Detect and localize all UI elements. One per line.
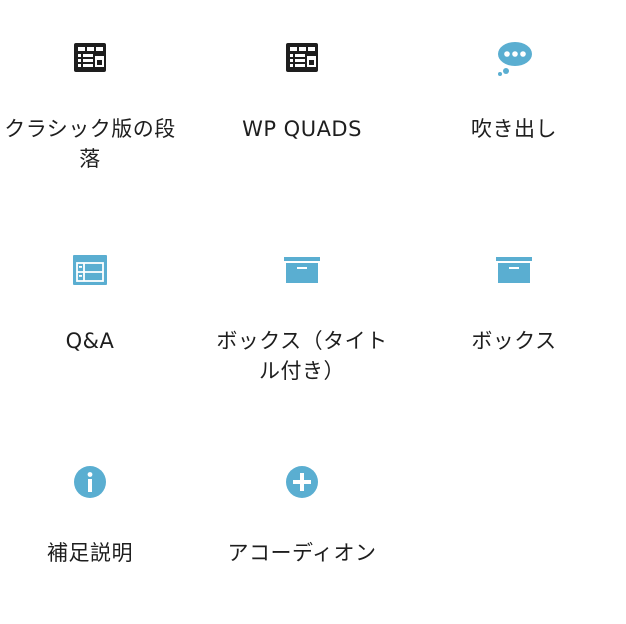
block-supplement[interactable]: 補足説明: [0, 424, 180, 624]
block-label: 補足説明: [47, 541, 133, 565]
block-box[interactable]: ボックス: [424, 212, 604, 412]
block-speech-balloon[interactable]: 吹き出し: [424, 0, 604, 200]
block-label: ボックス: [471, 329, 557, 353]
block-label: WP QUADS: [242, 117, 362, 141]
block-label: アコーディオン: [227, 541, 377, 565]
block-label: Q&A: [65, 329, 115, 353]
block-classic-paragraph[interactable]: クラシック版の段落: [0, 0, 180, 200]
info-icon: [72, 464, 108, 500]
box-icon: [284, 252, 320, 288]
block-qa[interactable]: Q&A: [0, 212, 180, 412]
block-box-with-title[interactable]: ボックス（タイトル付き）: [212, 212, 392, 412]
qa-list-icon: [72, 252, 108, 288]
block-label: 吹き出し: [471, 117, 557, 141]
block-label: クラシック版の段落: [4, 117, 176, 171]
classic-table-icon: [72, 40, 108, 76]
plus-circle-icon: [284, 464, 320, 500]
classic-table-icon: [284, 40, 320, 76]
block-accordion[interactable]: アコーディオン: [212, 424, 392, 624]
box-icon: [496, 252, 532, 288]
speech-bubble-icon: [496, 40, 532, 76]
block-wp-quads[interactable]: WP QUADS: [212, 0, 392, 200]
block-label: ボックス（タイトル付き）: [216, 329, 388, 383]
